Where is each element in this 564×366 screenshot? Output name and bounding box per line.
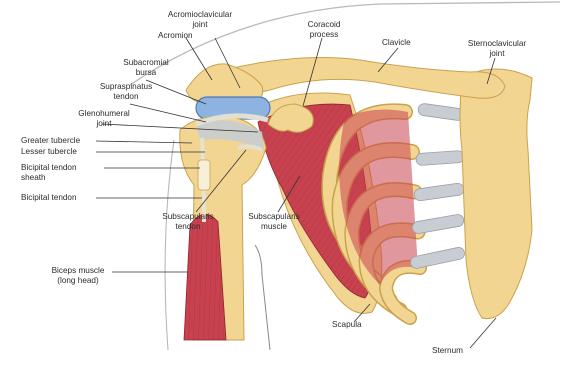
label-subscapularis-muscle: Subscapularis muscle	[236, 212, 312, 231]
label-sternum: Sternum	[432, 346, 463, 356]
axilla-outline	[255, 245, 270, 350]
label-greater-tubercle: Greater tubercle	[21, 136, 80, 146]
label-acromion: Acromion	[158, 31, 193, 41]
label-glenohumeral-joint: Glenohumeral joint	[62, 109, 146, 128]
arm-outline	[165, 140, 174, 350]
label-bicipital-tendon-sheath: Bicipital tendon sheath	[21, 163, 77, 182]
label-lesser-tubercle: Lesser tubercle	[21, 147, 77, 157]
clavicle	[222, 58, 505, 99]
label-biceps-muscle: Biceps muscle (long head)	[40, 266, 116, 285]
label-bicipital-tendon: Bicipital tendon	[21, 193, 77, 203]
label-subacromial-bursa: Subacromial bursa	[108, 58, 184, 77]
label-clavicle: Clavicle	[382, 38, 411, 48]
label-acromioclavicular-joint: Acromioclavicular joint	[150, 10, 250, 29]
label-supraspinatus-tendon: Supraspinatus tendon	[86, 82, 166, 101]
label-subscapularis-tendon: Subscapularis tendon	[148, 212, 228, 231]
sternum	[460, 69, 532, 319]
bicipital-sheath	[198, 160, 210, 190]
label-sternoclavicular-joint: Sternoclavicular joint	[452, 39, 542, 58]
label-scapula: Scapula	[332, 320, 362, 330]
label-coracoid-process: Coracoid process	[296, 20, 352, 39]
